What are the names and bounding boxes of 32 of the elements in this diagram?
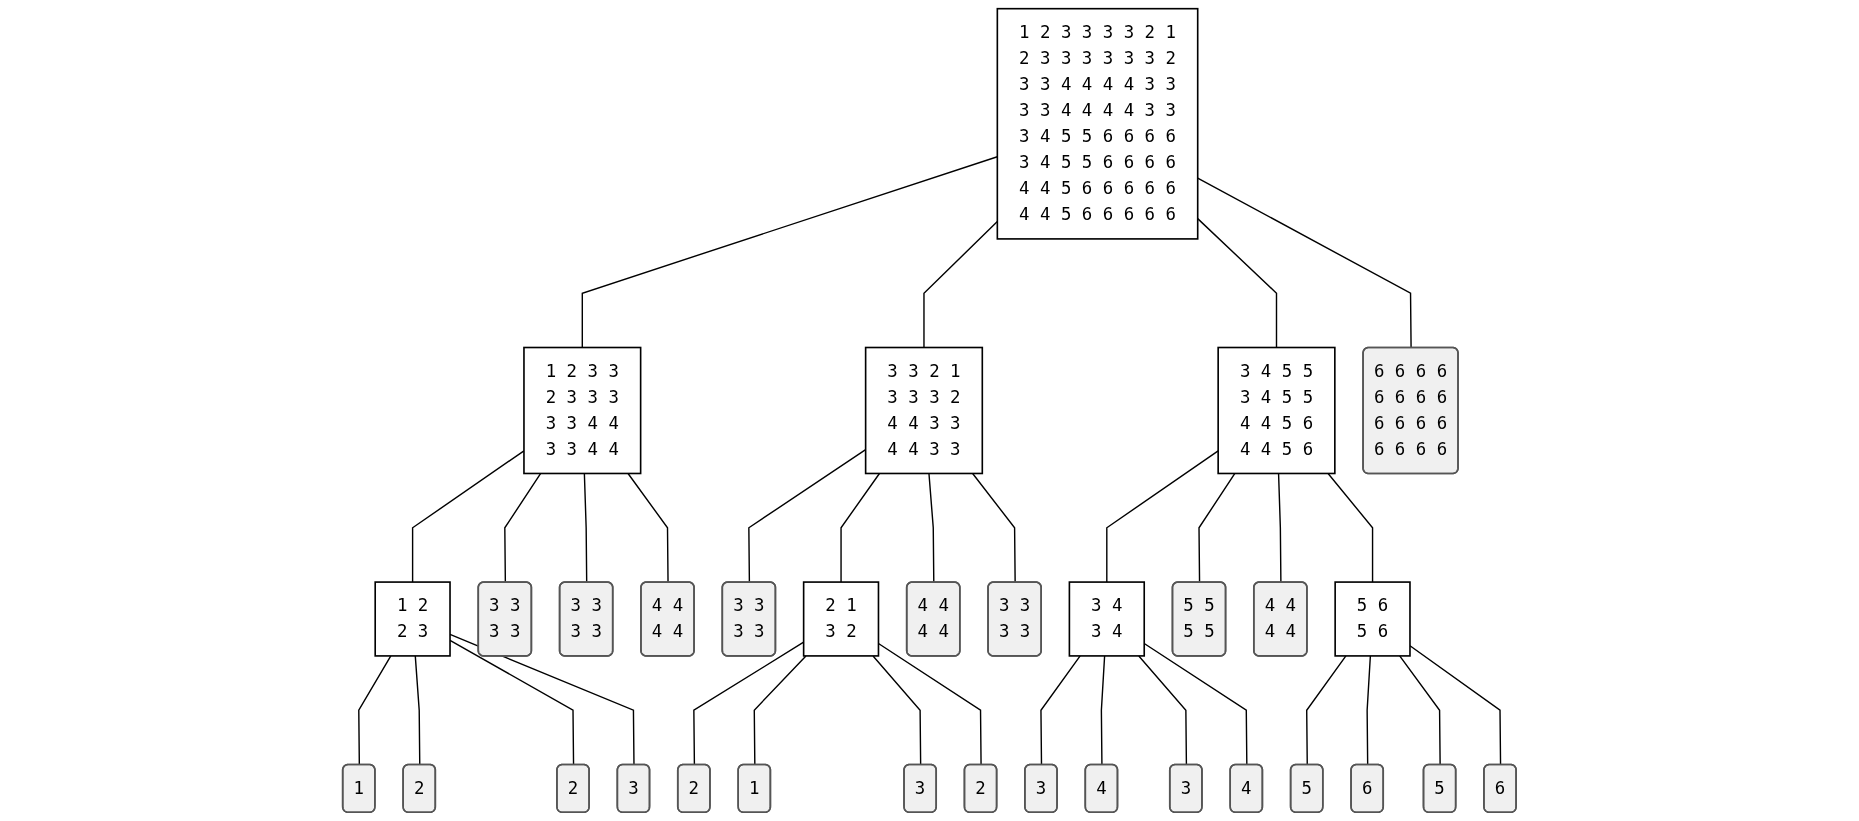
node-box: 5 6 5 6 <box>1334 581 1411 657</box>
connector <box>840 472 881 583</box>
connector <box>1106 450 1219 583</box>
connector <box>627 472 669 584</box>
node-box: 1 2 2 3 <box>374 581 451 657</box>
connector <box>1277 472 1282 584</box>
connector <box>1197 217 1278 349</box>
connector <box>358 655 392 766</box>
connector <box>583 472 588 584</box>
connector <box>1327 472 1374 583</box>
connector <box>1100 655 1106 766</box>
connector <box>753 655 807 766</box>
connector <box>1306 655 1347 766</box>
connector <box>693 641 805 766</box>
node-box: 3 4 3 4 <box>1068 581 1146 657</box>
connector <box>1366 655 1372 766</box>
connector <box>872 655 922 766</box>
connector <box>1138 655 1188 766</box>
connector <box>412 450 525 583</box>
node-box: 2 1 3 2 <box>802 581 880 657</box>
node-box: 1 2 3 3 2 3 3 3 3 3 4 4 3 3 4 4 <box>523 346 642 475</box>
node-box: 3 3 2 1 3 3 3 2 4 4 3 3 4 4 3 3 <box>864 346 984 475</box>
connector <box>1198 472 1236 584</box>
connector <box>1399 655 1441 766</box>
node-box: 3 4 5 5 3 4 5 5 4 4 5 6 4 4 5 6 <box>1217 346 1336 475</box>
connector <box>928 472 935 584</box>
node-box: 1 2 3 3 3 3 2 1 2 3 3 3 3 3 3 2 3 3 4 4 4 4 3 3 3 3 4 4 4 4 3 3 3 4 5 5 6 6 6 6 3 4 5 5 6 6 6 6 4 4 5 6 6 6 6 6 4 4 5 6 6 6 6 6 <box>996 7 1199 240</box>
connector <box>414 655 421 766</box>
connector <box>972 472 1016 584</box>
connector <box>1040 655 1081 766</box>
connector <box>504 472 542 584</box>
connector <box>1197 177 1412 349</box>
